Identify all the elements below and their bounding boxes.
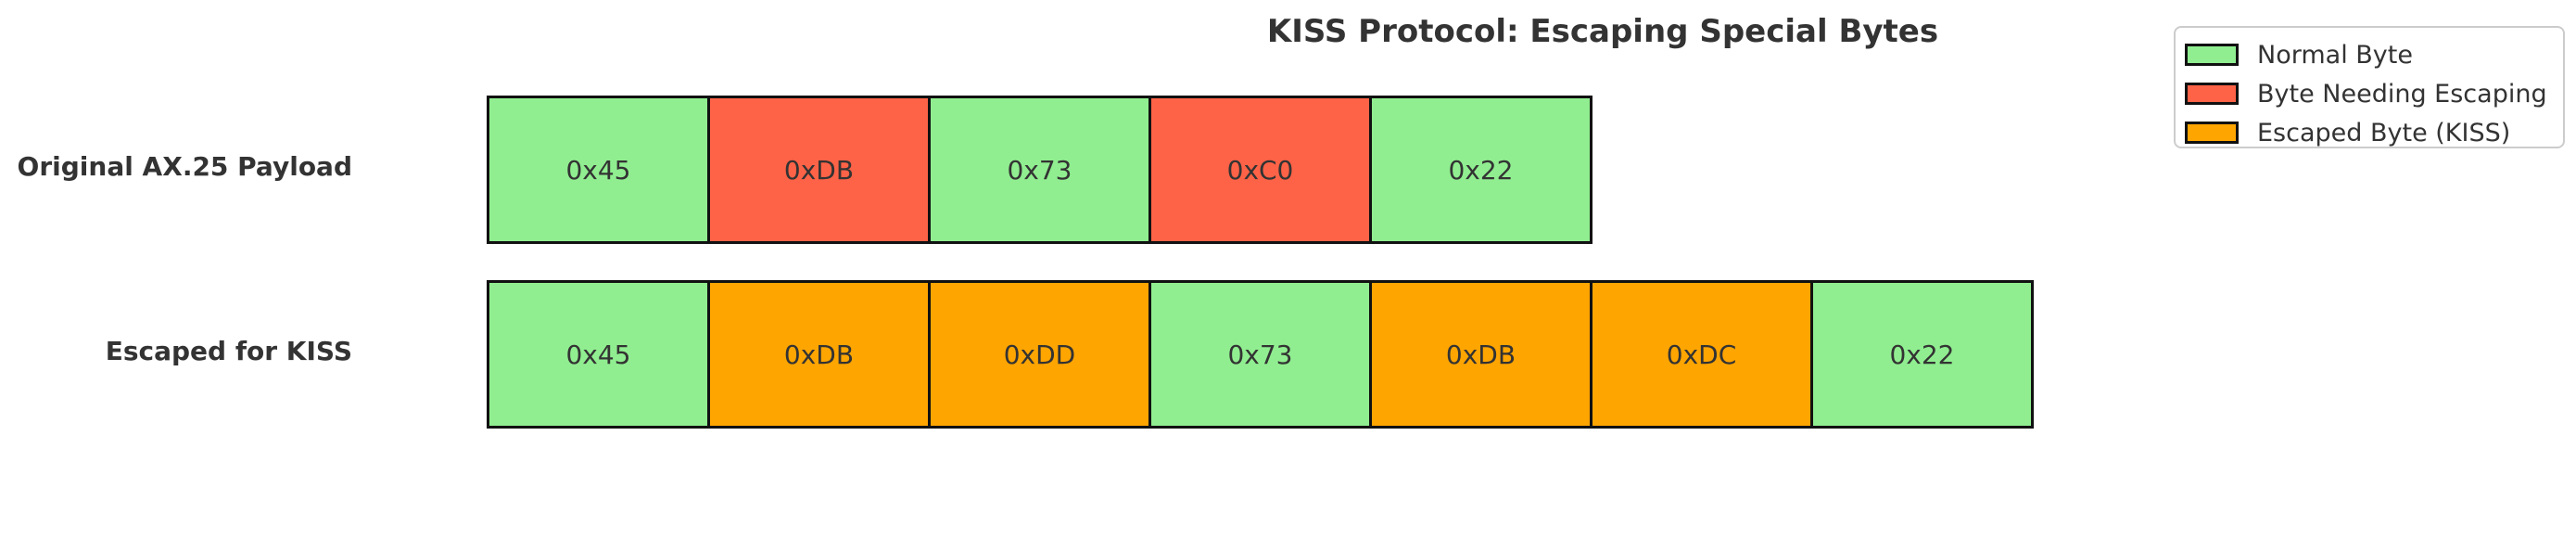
byte-cell: 0xDC [1590,280,1813,429]
byte-cell: 0x73 [1148,280,1372,429]
legend-swatch-normal [2185,44,2239,66]
row-label-original: Original AX.25 Payload [17,151,352,182]
legend: Normal Byte Byte Needing Escaping Escape… [2174,26,2565,148]
legend-item-normal: Normal Byte [2185,35,2563,74]
byte-cell: 0x22 [1369,96,1593,244]
byte-cell: 0x22 [1810,280,2034,429]
byte-cell: 0x45 [487,96,710,244]
byte-cell: 0xDB [707,280,931,429]
byte-cell: 0xDB [1369,280,1593,429]
byte-cell: 0x45 [487,280,710,429]
legend-item-needs-escape: Byte Needing Escaping [2185,74,2563,113]
legend-item-escaped: Escaped Byte (KISS) [2185,113,2563,152]
legend-label-normal: Normal Byte [2257,40,2413,70]
row-label-escaped: Escaped for KISS [105,336,352,366]
diagram-title: KISS Protocol: Escaping Special Bytes [1266,13,1939,50]
byte-cell: 0x73 [928,96,1151,244]
byte-cell: 0xDB [707,96,931,244]
legend-swatch-needs-escape [2185,83,2239,105]
legend-label-escaped: Escaped Byte (KISS) [2257,118,2511,147]
legend-label-needs-escape: Byte Needing Escaping [2257,79,2547,109]
byte-cell: 0xC0 [1148,96,1372,244]
legend-swatch-escaped [2185,122,2239,144]
byte-cell: 0xDD [928,280,1151,429]
